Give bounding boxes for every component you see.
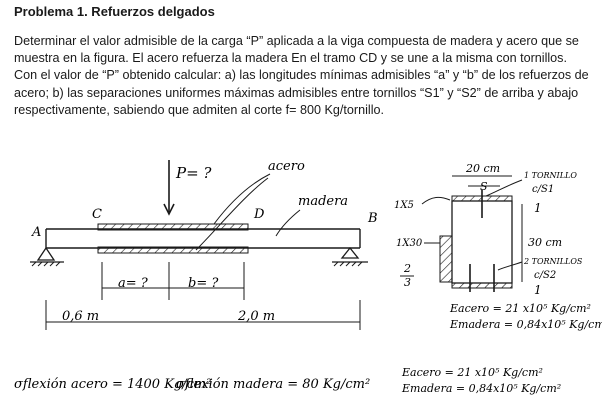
steel-plate-bottom [97, 246, 249, 254]
point-b-label: B [367, 211, 378, 226]
notes-e-wood: Emadera = 0,84x10⁵ Kg/cm² [401, 382, 561, 395]
steel-leader-2 [195, 177, 269, 251]
support-b [340, 246, 360, 259]
mark-one-bottom: 1 [534, 283, 542, 297]
steel-leader [213, 173, 271, 225]
support-a [36, 246, 56, 261]
bolt-bottom-spacing: c/S2 [534, 270, 556, 281]
bolt-top-label: 1 TORNILLO [524, 171, 577, 180]
section-depth-label: 1X30 [396, 238, 423, 249]
bolt-bottom-leader [497, 261, 523, 271]
mark-one-top: 1 [534, 201, 542, 215]
section-e-steel: Eacero = 21 x10⁵ Kg/cm² [449, 302, 591, 315]
support-a-hatch [31, 261, 61, 267]
dim-b-label: b= ? [188, 276, 219, 291]
problem-statement: Determinar el valor admisible de la carg… [14, 34, 589, 117]
section-spacing-label: S [480, 180, 488, 193]
section-e-wood: Emadera = 0,84x10⁵ Kg/cm² [449, 318, 602, 331]
stress-steel-note: σflexión acero = 1400 Kg/cm² [14, 377, 211, 392]
section-side-plate [439, 235, 453, 283]
problem-title: Problema 1. Refuerzos delgados [14, 4, 215, 19]
point-a-label: A [31, 225, 41, 240]
steel-plate-top [97, 223, 249, 231]
section-top-plate-label: 1X5 [394, 200, 414, 211]
section-top-plate-leader [421, 196, 451, 205]
dim-left-label: 0,6 m [62, 309, 99, 324]
section-sketch: 20 cm S 1X5 1X30 30 cm 1 TORNILLO c/S1 1… [394, 162, 602, 331]
point-c-label: C [92, 207, 102, 222]
wood-label: madera [298, 194, 348, 209]
bolt-top-spacing: c/S1 [532, 184, 554, 195]
bolt-top-leader [485, 179, 523, 197]
section-width-label: 20 cm [465, 162, 500, 175]
bolt-bottom-label: 2 TORNILLOS [523, 257, 583, 266]
notes-e-steel: Eacero = 21 x10⁵ Kg/cm² [401, 366, 543, 379]
dim-a-label: a= ? [118, 276, 149, 291]
handwritten-notes: σflexión acero = 1400 Kg/cm² σflexión ma… [14, 366, 561, 395]
steel-label: acero [268, 159, 305, 174]
mark-three: 3 [404, 276, 411, 289]
section-bottom-plate [451, 282, 513, 289]
dim-total-label: 2,0 m [237, 309, 275, 324]
mark-two: 2 [403, 262, 411, 275]
beam-sketch: P= ? C D A B acero madera a= ? [30, 159, 378, 330]
support-b-hatch [333, 261, 363, 267]
point-d-label: D [253, 207, 265, 222]
load-label: P= ? [175, 164, 212, 182]
section-height-label: 30 cm [528, 236, 562, 249]
wood-leader [275, 209, 301, 237]
stress-wood-note: σflexión madera = 80 Kg/cm² [176, 377, 370, 392]
load-arrow-head [163, 203, 175, 216]
